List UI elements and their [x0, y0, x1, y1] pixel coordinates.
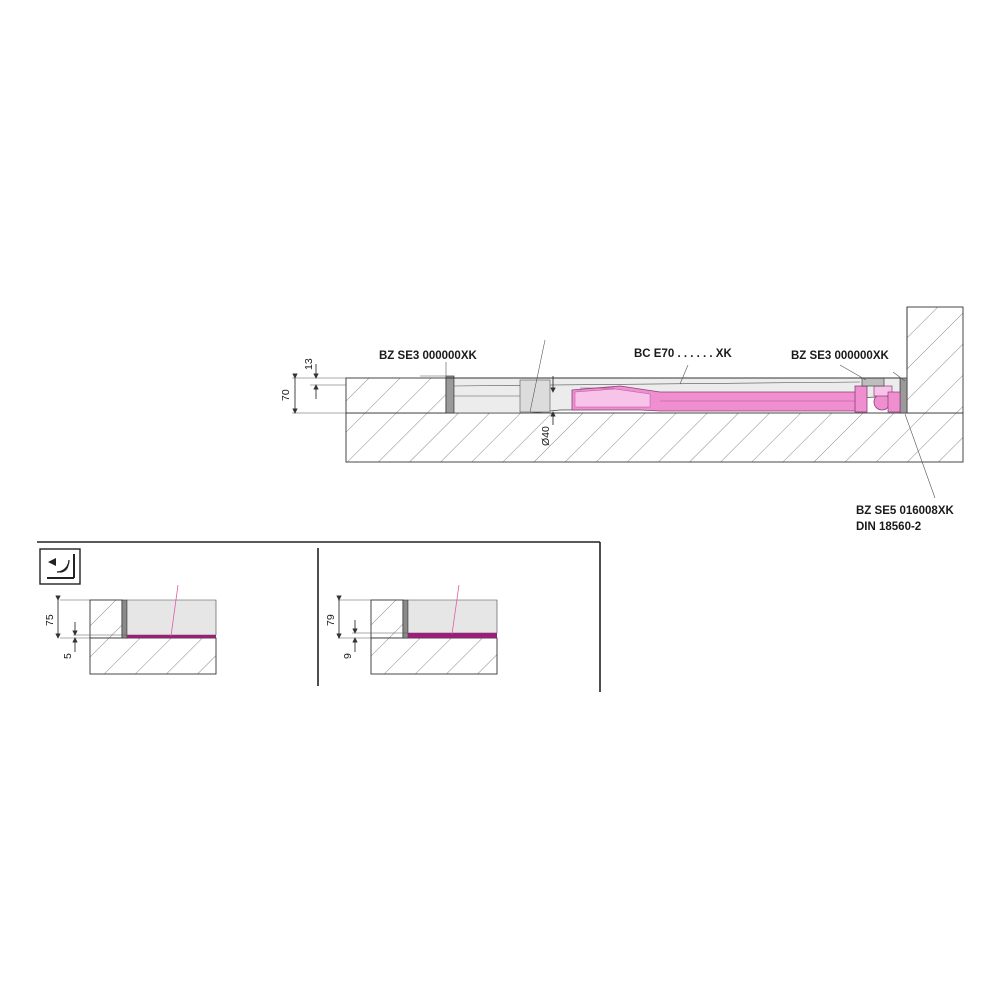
- left-profile: [445, 375, 455, 414]
- dim-drain-diameter: Ø40: [540, 426, 552, 446]
- main-section: BZ SE3 000000XK BC E70 . . . . . . XK BZ…: [280, 306, 964, 533]
- label-bc-e70: BC E70 . . . . . . XK: [634, 348, 732, 360]
- acoustic-insulation-icon: [39, 548, 81, 585]
- dim-left-total: 75: [44, 614, 56, 626]
- floor-slab: [345, 412, 964, 463]
- detail-right: 79 9: [325, 584, 498, 675]
- membrane-left: [127, 635, 216, 638]
- dim-main-total: 70: [280, 389, 292, 401]
- dim-right-bottom: 9: [342, 653, 354, 659]
- detail-frame: [37, 541, 601, 692]
- label-bz-se3-right: BZ SE3 000000XK: [791, 350, 890, 362]
- label-bz-se5: BZ SE5 016008XK: [856, 505, 955, 517]
- label-din: DIN 18560-2: [856, 521, 921, 533]
- dim-left-bottom: 5: [62, 653, 74, 659]
- dim-right-total: 79: [325, 614, 337, 626]
- label-bz-se3-left: BZ SE3 000000XK: [379, 350, 478, 362]
- drain-channel: [519, 379, 551, 413]
- drain-assembly: [571, 377, 901, 413]
- right-wall: [906, 306, 964, 414]
- right-profile: [899, 377, 908, 414]
- dim-main-top: 13: [303, 358, 315, 370]
- membrane-right: [408, 633, 497, 638]
- left-screed: [345, 377, 447, 414]
- detail-left: 75 5: [44, 584, 217, 675]
